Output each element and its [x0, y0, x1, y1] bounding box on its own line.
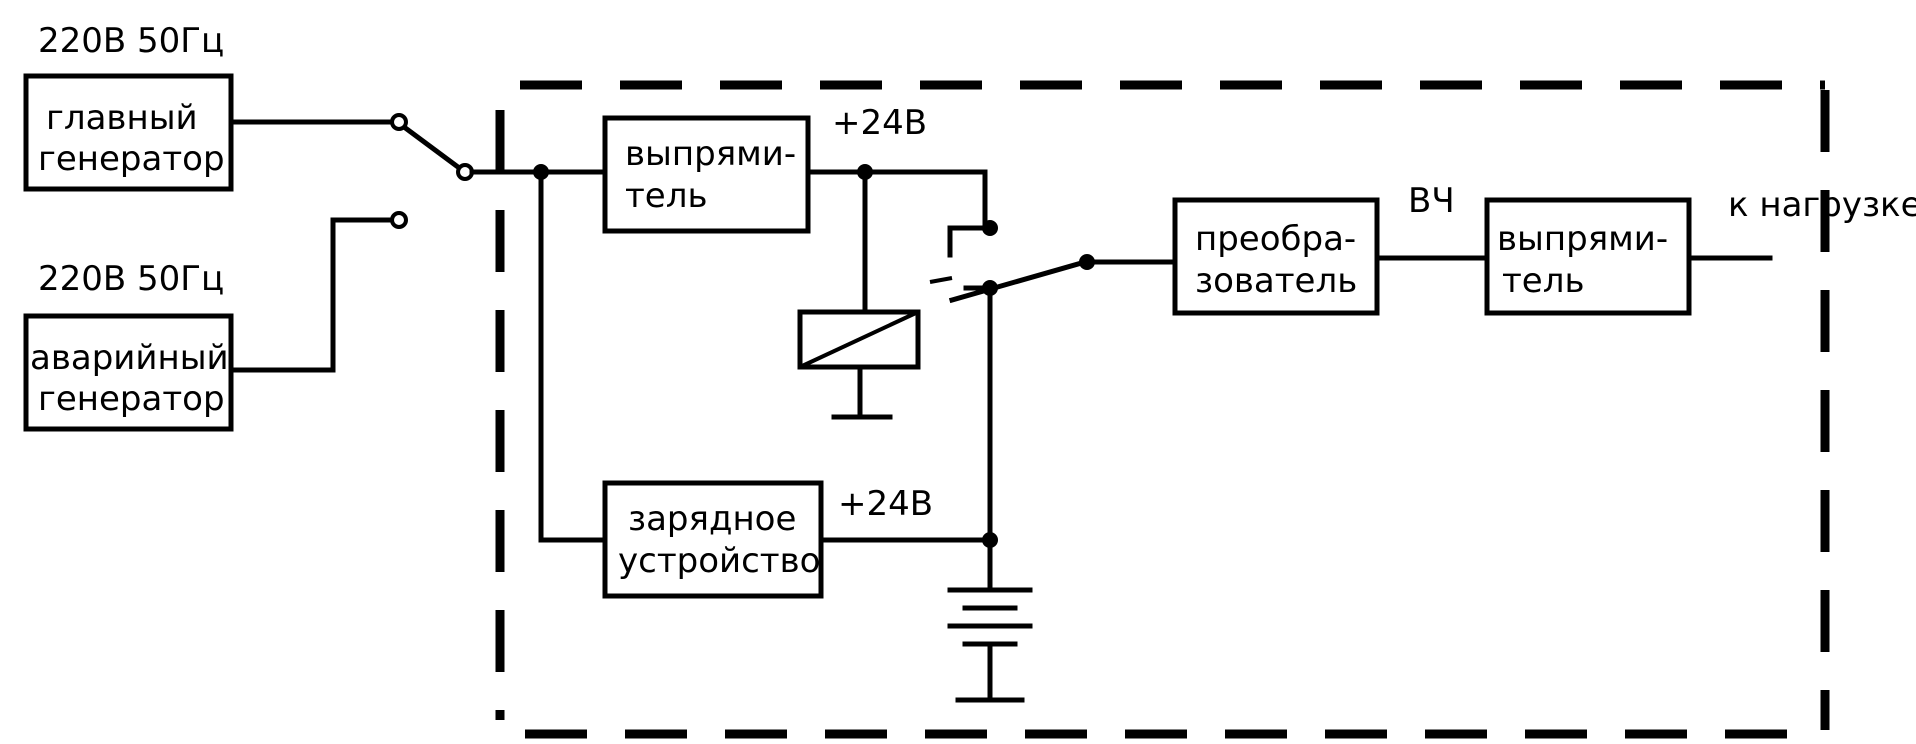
top-voltage-label: +24В	[832, 103, 927, 143]
rectifier-2-label-line2: тель	[1502, 261, 1585, 301]
main-generator-label-line2: генератор	[38, 139, 225, 179]
main-generator-label-line1: главный	[46, 98, 198, 138]
charger-label-line1: зарядное	[628, 499, 796, 539]
dashed-enclosure	[495, 80, 1830, 739]
rectifier-1-label-line1: выпрями-	[625, 134, 796, 174]
main-supply-label: 220В 50Гц	[38, 21, 224, 61]
backup-supply-label: 220В 50Гц	[38, 259, 224, 299]
relay-contact	[929, 220, 1178, 304]
converter-label-line1: преобра-	[1195, 219, 1356, 259]
charger-label-line2: устройство	[618, 541, 820, 581]
hf-label: ВЧ	[1408, 181, 1455, 221]
backup-generator-label-line2: генератор	[38, 379, 225, 419]
rectifier-2-label-line1: выпрями-	[1497, 219, 1668, 259]
relay-coil	[797, 309, 921, 420]
rectifier-1-label-line2: тель	[625, 176, 708, 216]
backup-generator-block: аварийный генератор	[23, 313, 234, 432]
bottom-voltage-label: +24В	[838, 484, 933, 524]
source-selector-switch	[228, 113, 608, 373]
load-label: к нагрузке	[1728, 185, 1916, 225]
converter-block: преобра- зователь	[1172, 197, 1380, 316]
battery	[947, 537, 1033, 703]
rectifier-block-2: выпрями- тель	[1484, 197, 1692, 316]
main-generator-block: главный генератор	[23, 73, 234, 192]
backup-generator-label-line1: аварийный	[30, 338, 229, 378]
converter-label-line2: зователь	[1195, 261, 1357, 301]
charger-block: зарядное устройство	[602, 480, 824, 599]
rectifier-block-1: выпрями- тель	[602, 115, 811, 234]
